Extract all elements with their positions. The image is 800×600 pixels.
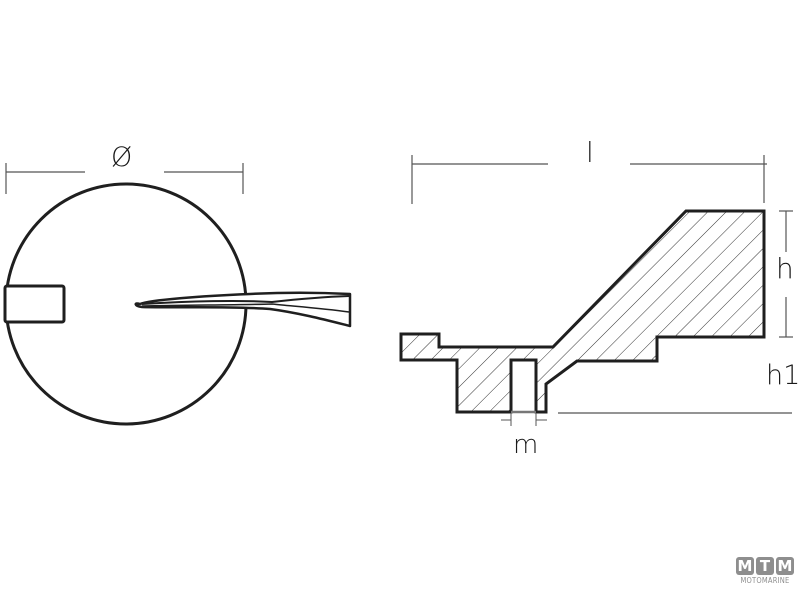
mounting-tab — [3, 284, 66, 324]
motomarine-logo: M T M MOTOMARINE — [733, 557, 797, 589]
logo-letter-m1: M — [736, 557, 754, 575]
top-view — [3, 163, 352, 426]
height-label: h — [776, 252, 794, 285]
height1-label: h1 — [766, 360, 800, 391]
section-view — [399, 155, 793, 426]
slot-width-label: m — [513, 430, 539, 460]
height-dimension-line — [779, 210, 793, 338]
anode-section-profile — [399, 209, 766, 414]
logo-letter-t: T — [756, 557, 774, 575]
slot-width-dimension-line — [501, 413, 547, 426]
length-label: l — [586, 136, 594, 169]
blade-fin — [134, 291, 352, 328]
logo-brand-text: MOTOMARINE — [740, 576, 790, 585]
logo-letter-boxes: M T M — [733, 557, 797, 575]
diameter-label: Ø — [111, 142, 133, 173]
length-dimension-line — [411, 155, 767, 204]
diameter-dimension-line — [5, 163, 244, 194]
logo-letter-m2: M — [776, 557, 794, 575]
